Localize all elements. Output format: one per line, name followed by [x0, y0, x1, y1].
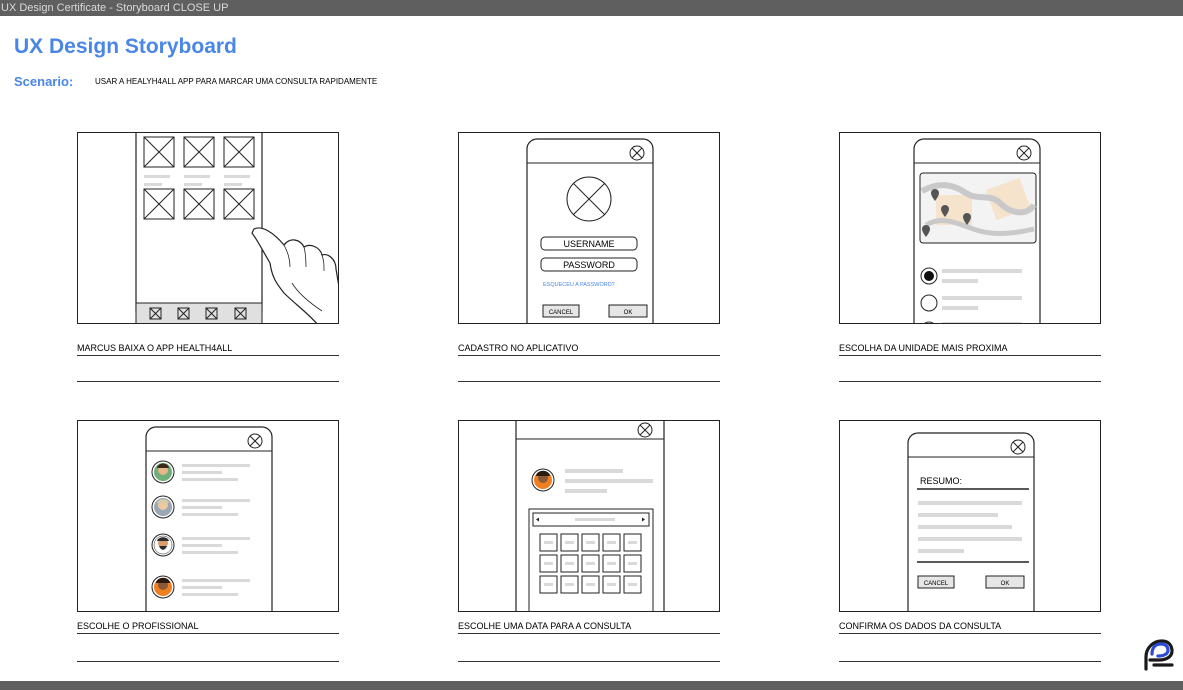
window-title: UX Design Certificate - Storyboard CLOSE…	[0, 0, 1183, 16]
brand-logo	[1144, 639, 1174, 671]
panel-4-frame	[77, 420, 339, 612]
calendar-day-placeholder	[607, 541, 616, 544]
panel-1-sketch	[135, 133, 338, 323]
panel-4-sketch	[145, 426, 273, 611]
close-circle-icon	[637, 422, 653, 438]
panel-5-caption: ESCOLHE UMA DATA PARA A CONSULTA	[458, 621, 720, 634]
calendar-day-placeholder	[565, 541, 574, 544]
ok-button[interactable]	[608, 304, 648, 318]
close-circle-icon	[247, 433, 263, 449]
cancel-button[interactable]	[917, 575, 955, 589]
avatar[interactable]	[151, 495, 175, 519]
calendar-day-placeholder	[628, 541, 637, 544]
panel-6-frame: RESUMO: CANCEL OK	[839, 420, 1101, 612]
username-label: USERNAME	[563, 239, 614, 249]
calendar-day-placeholder	[607, 583, 616, 586]
panel-4-caption: ESCOLHE O PROFISSIONAL	[77, 621, 339, 634]
close-circle-icon	[1010, 439, 1026, 455]
panel-3-note-line	[839, 381, 1101, 382]
forgot-password-link[interactable]: ESQUECEU A PASSWORD?	[543, 282, 615, 288]
panel-5-note-line	[458, 661, 720, 662]
map-pin-icon	[922, 189, 971, 237]
cancel-label: CANCEL	[924, 581, 949, 587]
close-circle-icon	[1016, 145, 1032, 161]
calendar-day-placeholder	[607, 562, 616, 565]
panel-6-caption: CONFIRMA OS DADOS DA CONSULTA	[839, 621, 1101, 634]
scenario-text: USAR A HEALYH4ALL APP PARA MARCAR UMA CO…	[95, 77, 378, 86]
avatar[interactable]	[151, 460, 175, 484]
calendar-day-placeholder	[565, 562, 574, 565]
calendar-day-placeholder	[586, 583, 595, 586]
panel-2-caption: CADASTRO NO APLICATIVO	[458, 343, 720, 356]
page-title: UX Design Storyboard	[14, 35, 237, 58]
calendar-day-placeholder	[544, 583, 553, 586]
panel-2-note-line	[458, 381, 720, 382]
calendar-day-placeholder	[586, 541, 595, 544]
panel-2-frame: USERNAME PASSWORD ESQUECEU A PASSWORD? C…	[458, 132, 720, 324]
bottom-nav-icons	[149, 307, 247, 320]
password-label: PASSWORD	[563, 260, 615, 270]
password-field[interactable]	[540, 257, 638, 272]
map	[919, 172, 1037, 244]
calendar-days[interactable]	[539, 533, 642, 594]
calendar-day-placeholder	[565, 583, 574, 586]
calendar-day-placeholder	[586, 562, 595, 565]
username-field[interactable]	[540, 236, 638, 251]
panel-5-frame	[458, 420, 720, 612]
prev-month-icon[interactable]	[536, 517, 539, 522]
calendar-day-placeholder	[628, 583, 637, 586]
image-placeholder-icon	[143, 136, 255, 220]
cancel-label: CANCEL	[549, 310, 574, 316]
radio-option[interactable]	[921, 321, 937, 324]
panel-3-frame	[839, 132, 1101, 324]
panel-1-caption: MARCUS BAIXA O APP HEALTH4ALL	[77, 343, 339, 356]
ok-label: OK	[624, 310, 633, 316]
radio-option[interactable]	[920, 294, 938, 312]
avatar[interactable]	[151, 575, 175, 599]
ok-button[interactable]	[985, 575, 1025, 589]
calendar-day-placeholder	[544, 541, 553, 544]
scenario-label: Scenario:	[14, 74, 74, 89]
cancel-button[interactable]	[542, 304, 580, 318]
avatar-placeholder-icon	[566, 176, 612, 222]
panel-3-sketch	[913, 138, 1041, 324]
calendar-day-placeholder	[544, 562, 553, 565]
panel-6-note-line	[839, 661, 1101, 662]
avatar[interactable]	[151, 533, 175, 557]
panel-3-caption: ESCOLHA DA UNIDADE MAIS PROXIMA	[839, 343, 1101, 356]
panel-6-sketch: RESUMO: CANCEL OK	[907, 432, 1035, 611]
window-bottom-bar	[0, 681, 1183, 690]
calendar-day-placeholder	[628, 562, 637, 565]
storyboard-page: UX Design Storyboard Scenario: USAR A HE…	[0, 16, 1183, 681]
close-circle-icon	[629, 145, 645, 161]
ok-label: OK	[1001, 581, 1010, 587]
summary-label: RESUMO:	[920, 476, 962, 486]
next-month-icon[interactable]	[642, 517, 645, 522]
panel-4-note-line	[77, 661, 339, 662]
panel-2-sketch: USERNAME PASSWORD ESQUECEU A PASSWORD? C…	[526, 138, 654, 323]
panel-1-note-line	[77, 381, 339, 382]
pointing-hand-icon	[251, 227, 338, 323]
panel-5-sketch	[515, 421, 665, 611]
avatar	[531, 468, 555, 492]
panel-1-frame	[77, 132, 339, 324]
